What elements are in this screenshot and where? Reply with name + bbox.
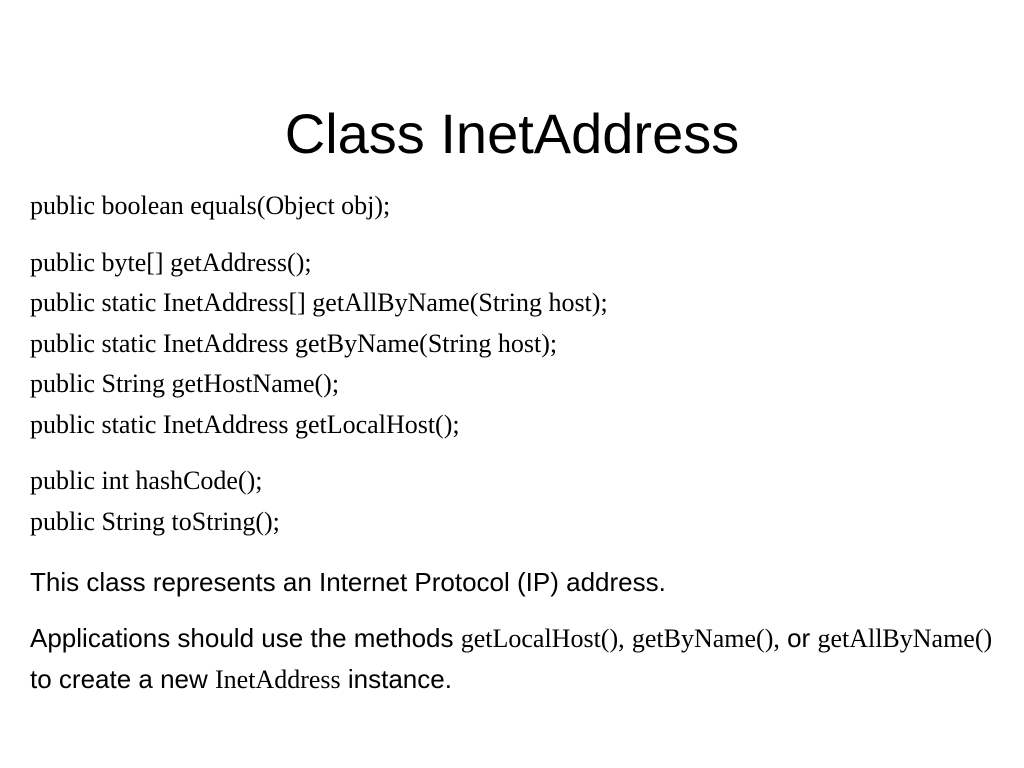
method-signature: public String toString(); xyxy=(30,506,280,536)
method-signature: public boolean equals(Object obj); xyxy=(30,191,391,220)
method-signature: public static InetAddress getLocalHost()… xyxy=(30,409,460,439)
method-group: public byte[] getAddress(); public stati… xyxy=(30,243,990,446)
method-signature: public static InetAddress getByName(Stri… xyxy=(30,328,558,358)
usage-paragraph: Applications should use the methods getL… xyxy=(30,618,1000,700)
class-description: This class represents an Internet Protoc… xyxy=(30,562,1000,700)
method-list: public boolean equals(Object obj); publi… xyxy=(30,186,990,558)
usage-text: instance. xyxy=(340,664,452,694)
method-signature: public byte[] getAddress(); xyxy=(30,247,312,277)
method-group: public int hashCode(); public String toS… xyxy=(30,461,990,542)
code-inetaddress: InetAddress xyxy=(215,665,341,694)
usage-text xyxy=(625,623,632,653)
method-group: public boolean equals(Object obj); xyxy=(30,186,990,227)
method-signature: public static InetAddress[] getAllByName… xyxy=(30,288,608,317)
code-getlocalhost: getLocalHost(), xyxy=(460,624,625,653)
method-signature: public int hashCode(); xyxy=(30,466,263,495)
code-getallbyname: getAllByName() xyxy=(817,624,993,653)
code-getbyname: getByName(), xyxy=(631,624,780,653)
slide-title: Class InetAddress xyxy=(284,102,740,165)
usage-text: or xyxy=(779,623,818,653)
description-paragraph: This class represents an Internet Protoc… xyxy=(30,567,666,597)
usage-text: to create a new xyxy=(30,664,215,694)
method-signature: public String getHostName(); xyxy=(30,369,340,398)
usage-text: Applications should use the methods xyxy=(30,623,461,653)
